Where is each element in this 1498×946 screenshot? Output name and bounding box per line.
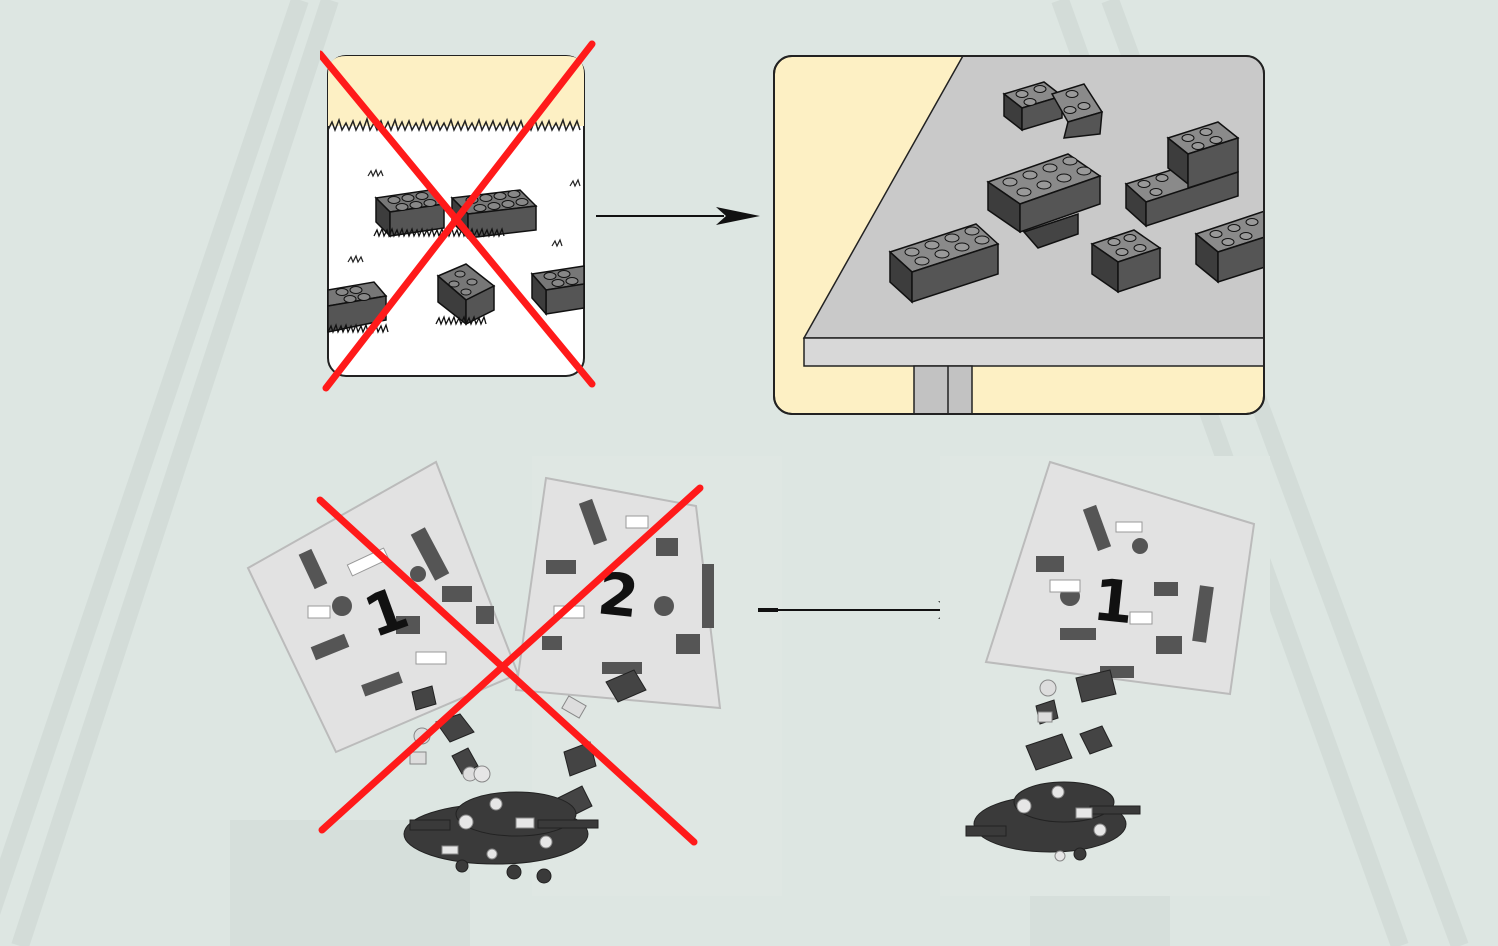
- brick-icon: [532, 266, 584, 314]
- wrong-example-grass-panel: [320, 40, 600, 392]
- parts-bag-icon: 1: [248, 462, 518, 752]
- grass-scene: [320, 40, 600, 392]
- bag-number-label: 1: [1090, 565, 1137, 637]
- bag-number-label: 2: [595, 559, 642, 631]
- correct-example-one-bag-panel: 1: [940, 456, 1270, 896]
- parts-bag-icon: 2: [516, 478, 720, 708]
- wrong-example-two-bags-panel: 1 2: [246, 456, 782, 896]
- arrow-right-icon: [594, 204, 764, 228]
- one-bag-scene: 1: [940, 456, 1270, 896]
- table-scene: [772, 54, 1268, 418]
- correct-example-table-panel: [772, 54, 1268, 418]
- two-bags-scene: 1 2: [246, 456, 782, 896]
